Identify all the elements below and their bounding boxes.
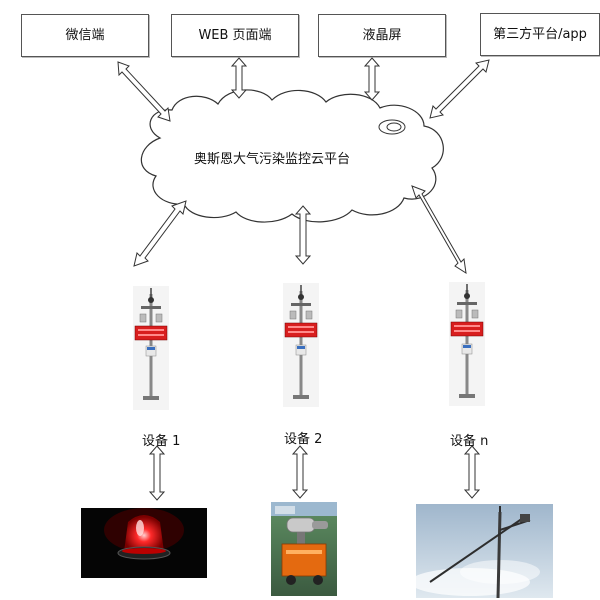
client-thirdparty-box: 第三方平台/app [480, 13, 600, 56]
client-web-label: WEB 页面端 [198, 28, 272, 43]
monitor-station-n-icon [449, 282, 485, 406]
link-arrow-device-1 [133, 200, 187, 267]
client-web-box: WEB 页面端 [171, 14, 299, 57]
monitor-station-1-icon [133, 286, 169, 410]
link-arrow-web [230, 57, 248, 99]
link-arrow-output-1 [148, 445, 166, 501]
link-arrow-lcd [363, 57, 381, 101]
tower-crane-sprinkler-icon [410, 504, 553, 599]
client-wechat-box: 微信端 [21, 14, 149, 57]
alarm-light-icon [81, 508, 207, 578]
cloud-platform-label: 奥斯恩大气污染监控云平台 [194, 152, 351, 167]
client-wechat-label: 微信端 [65, 28, 105, 43]
device-2-label: 设备 2 [284, 432, 323, 447]
link-arrow-output-2 [291, 445, 309, 499]
link-arrow-wechat [117, 61, 171, 122]
link-arrow-device-n [411, 185, 467, 275]
client-thirdparty-label: 第三方平台/app [493, 27, 587, 42]
link-arrow-output-n [463, 445, 481, 499]
device-1-label: 设备 1 [142, 434, 181, 449]
cloud-swirl-icon [378, 119, 406, 135]
monitor-station-2-icon [283, 283, 319, 407]
client-lcd-label: 液晶屏 [362, 28, 402, 43]
fog-cannon-icon [271, 502, 337, 596]
link-arrow-thirdparty [429, 59, 490, 119]
client-lcd-box: 液晶屏 [318, 14, 446, 57]
device-n-label: 设备 n [450, 434, 489, 449]
link-arrow-device-2 [294, 205, 312, 265]
